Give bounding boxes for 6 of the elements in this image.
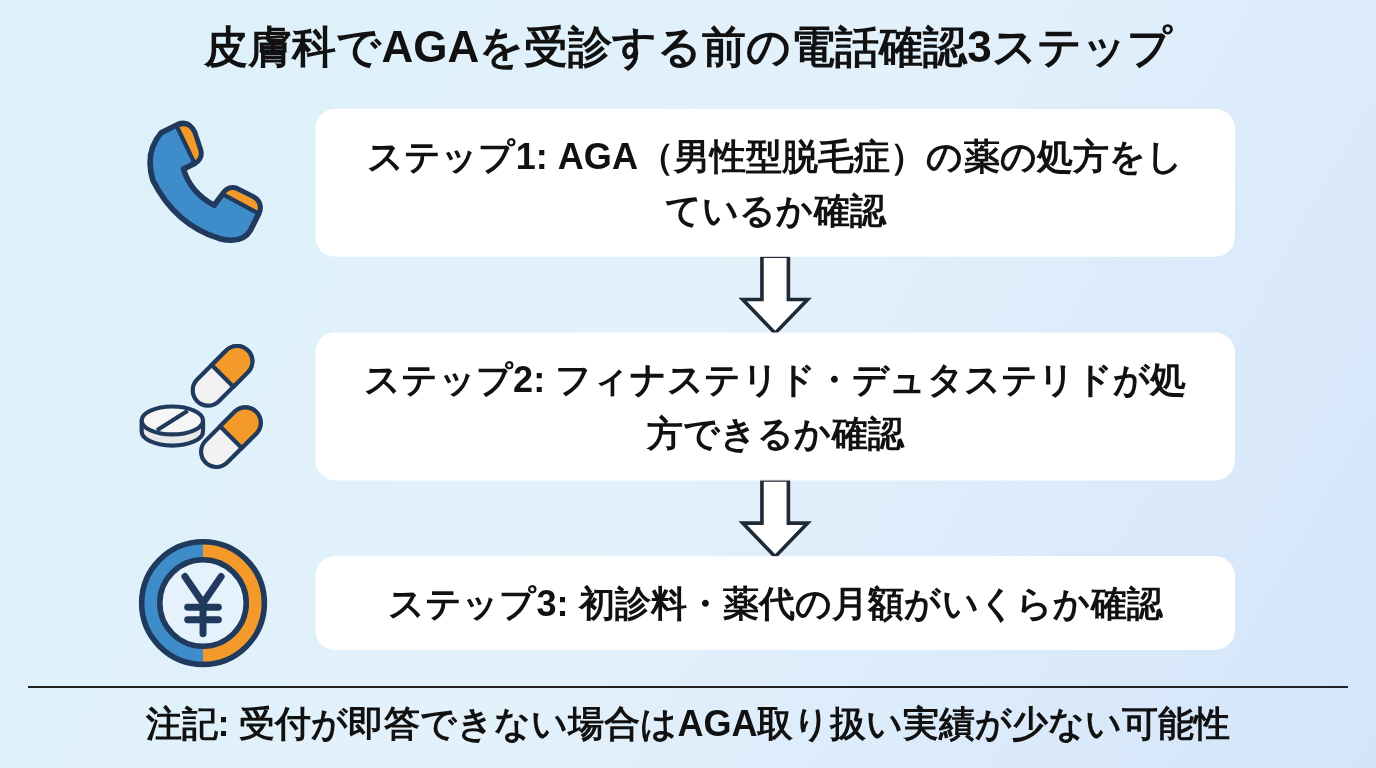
note: 注記: 受付が即答できない場合はAGA取り扱い実績が少ない可能性 (145, 702, 1231, 746)
step-box: ステップ1: AGA（男性型脱毛症）の薬の処方をしているか確認 (315, 109, 1235, 257)
step-box: ステップ3: 初診料・薬代の月額がいくらか確認 (315, 556, 1235, 650)
title: 皮膚科でAGAを受診する前の電話確認3ステップ (204, 22, 1172, 71)
arrow (738, 254, 812, 336)
step-box: ステップ2: フィナステリド・デュタステリドが処方できるか確認 (315, 332, 1235, 481)
